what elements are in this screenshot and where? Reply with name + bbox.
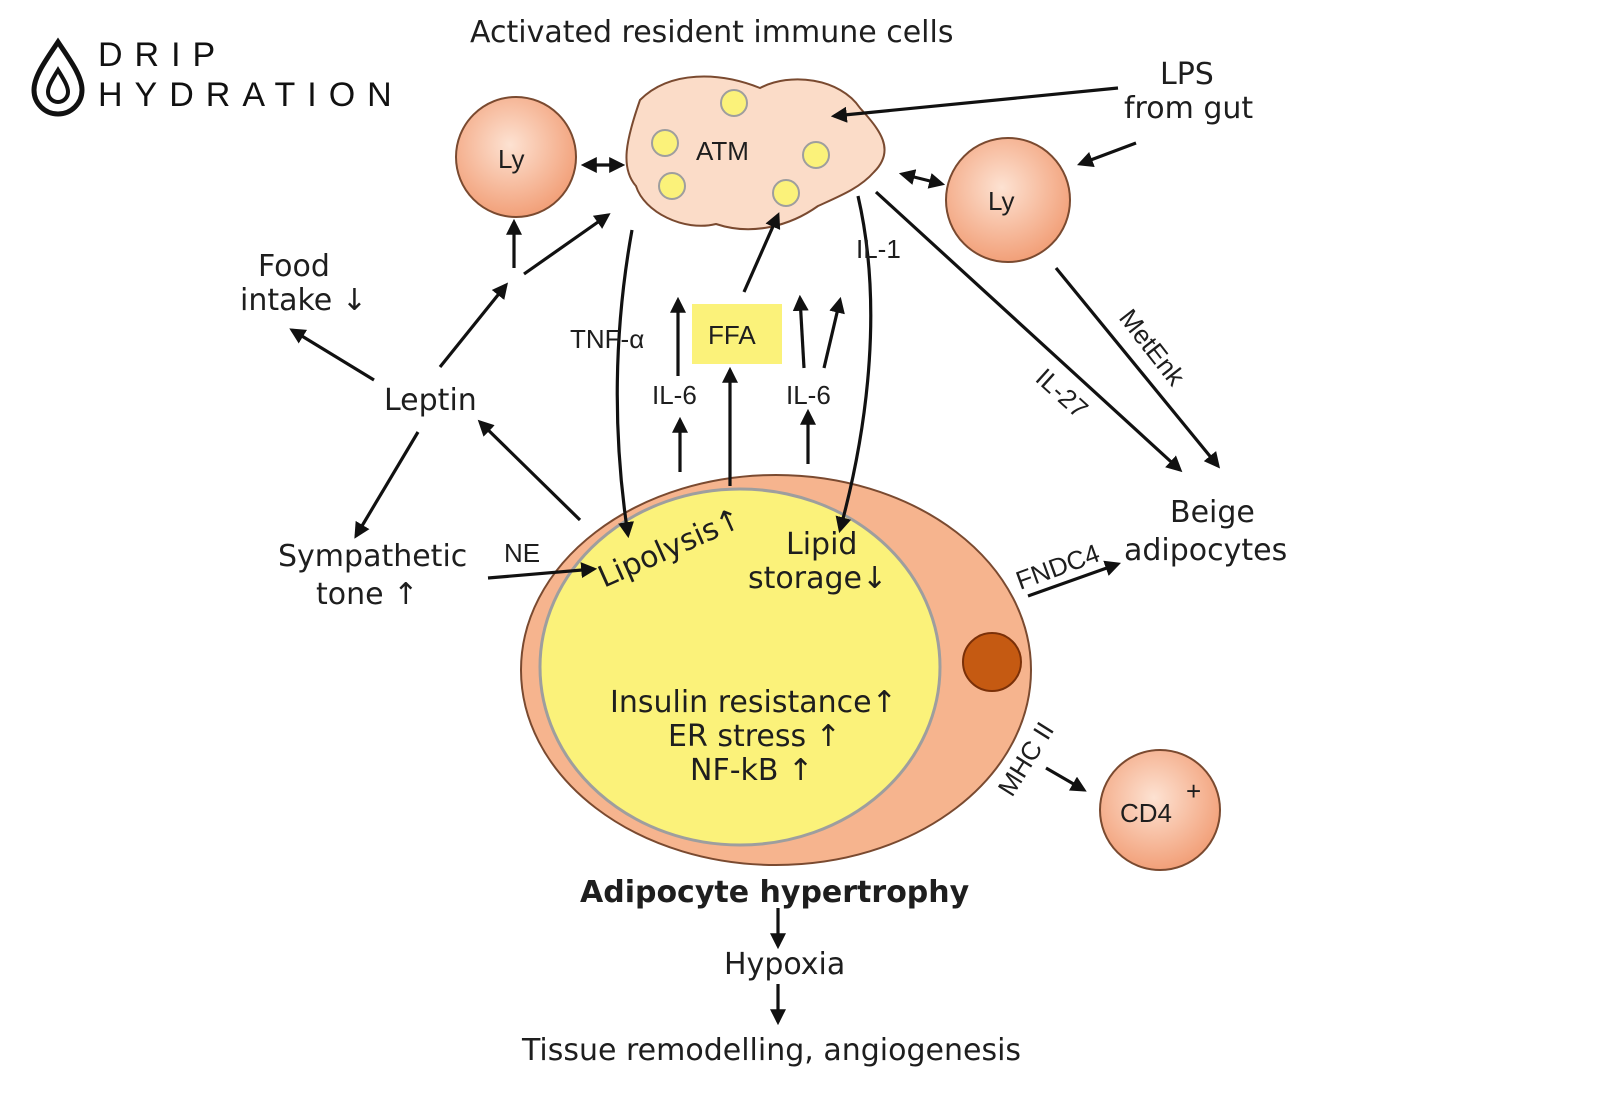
effect-nf-kb: NF-kB ↑ — [690, 753, 813, 788]
hypertrophy-label: Adipocyte hypertrophy — [580, 875, 970, 910]
ly-cell-right — [945, 137, 1071, 263]
tnf-label: TNF-α — [570, 324, 644, 354]
il27-label: IL-27 — [1030, 362, 1094, 424]
il6-right-label: IL-6 — [786, 380, 831, 410]
nucleus — [962, 632, 1022, 692]
il1-label: IL-1 — [856, 234, 901, 264]
lipid-storage-line2: storage↓ — [748, 561, 887, 596]
lipid-storage-line1: Lipid — [786, 527, 857, 562]
diagram-title: Activated resident immune cells — [470, 15, 954, 50]
ly-right-label: Ly — [988, 186, 1015, 216]
arrows — [289, 86, 1221, 1026]
atm-granules — [651, 89, 830, 207]
atm-label: ATM — [696, 136, 749, 166]
ffa-box — [692, 304, 782, 364]
brand-line1: DRIP — [98, 36, 227, 74]
leptin-label: Leptin — [384, 383, 477, 418]
ly-left-label: Ly — [498, 144, 525, 174]
brand-logo: DRIP HYDRATION — [31, 36, 404, 117]
ffa-label: FFA — [708, 320, 756, 350]
beige-line2: adipocytes — [1124, 533, 1287, 568]
food-intake-line2: intake ↓ — [240, 283, 367, 318]
cd4-cell — [1099, 749, 1221, 871]
il6-left-label: IL-6 — [652, 380, 697, 410]
metenk-label: MetEnk — [1113, 303, 1192, 392]
lps-label-line2: from gut — [1124, 91, 1253, 126]
water-drop-icon — [31, 37, 85, 117]
brand-line2: HYDRATION — [98, 76, 404, 114]
effect-er-stress: ER stress ↑ — [668, 719, 841, 754]
food-intake-line1: Food — [258, 249, 330, 284]
cd4-label: CD4 — [1120, 798, 1172, 828]
cd4-superscript: + — [1186, 776, 1201, 806]
sympathetic-line1: Sympathetic — [278, 539, 467, 574]
hypoxia-label: Hypoxia — [724, 947, 845, 982]
atm-cell — [625, 75, 886, 231]
effect-insulin-resistance: Insulin resistance↑ — [610, 685, 897, 720]
lps-label-line1: LPS — [1160, 57, 1214, 92]
remodelling-label: Tissue remodelling, angiogenesis — [521, 1033, 1021, 1068]
sympathetic-line2: tone ↑ — [316, 577, 418, 612]
lipid-droplet — [538, 487, 942, 847]
ly-cell-left — [455, 96, 577, 218]
ne-label: NE — [504, 538, 540, 568]
beige-line1: Beige — [1170, 495, 1255, 530]
